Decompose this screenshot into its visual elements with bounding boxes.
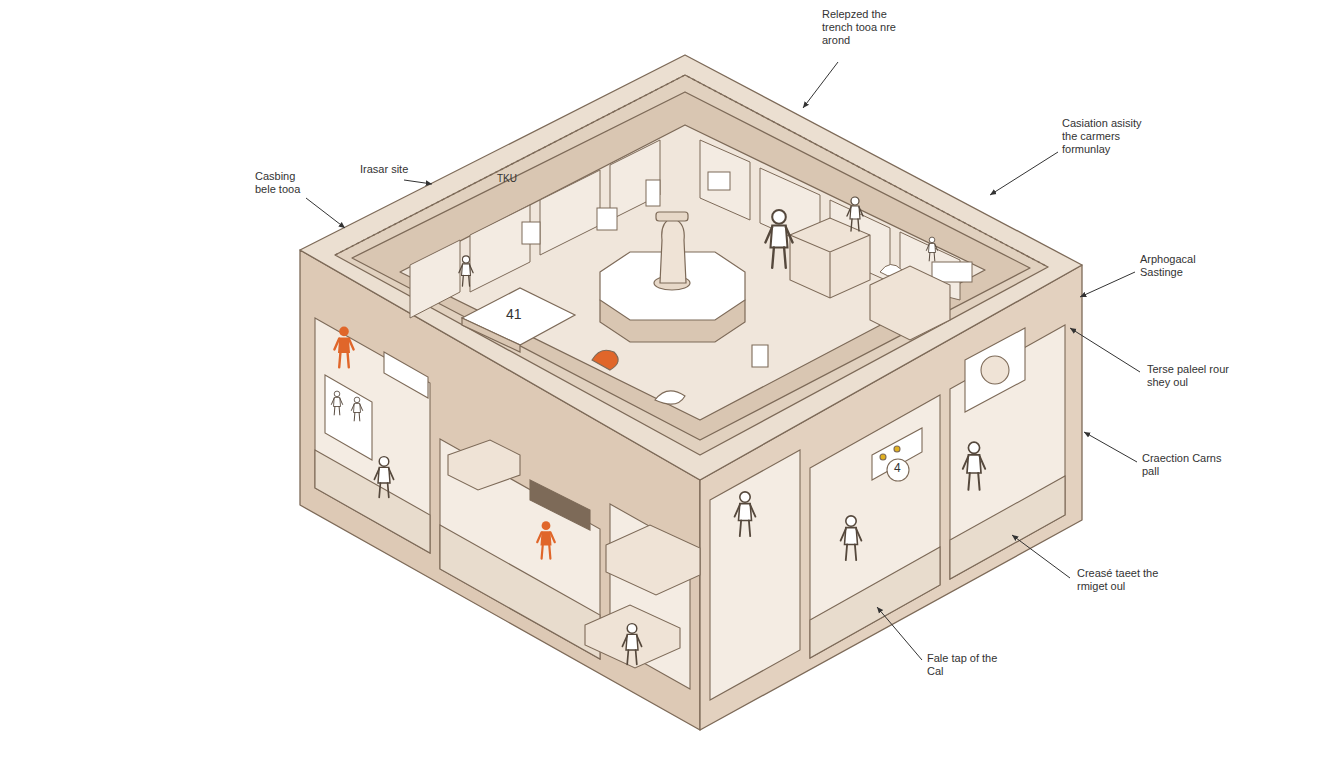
- left-figures: [331, 327, 641, 665]
- callout-note: Craection Carns pall: [1142, 452, 1226, 478]
- left-rooms: [315, 318, 700, 689]
- callout-number: 4: [894, 462, 901, 475]
- floor-panel: [462, 288, 575, 352]
- leader-lines: [306, 62, 1140, 660]
- callout-note: Terse paleel rour shey oul: [1147, 363, 1237, 389]
- callout-note: Relepzed the trench tooa nre arond: [822, 8, 904, 47]
- callout-note: Casbing bele tooa: [255, 170, 317, 196]
- callout-note: Casiation asisity the carmers formunlay: [1062, 117, 1154, 156]
- callout-note: Arphogacal Sastinge: [1140, 253, 1226, 279]
- callout-note: Irasar site: [360, 163, 432, 176]
- right-rooms: [710, 325, 1065, 700]
- panel-number: 41: [506, 308, 522, 321]
- wall-marking: TKU: [497, 172, 517, 185]
- central-plinth: [600, 212, 745, 342]
- outer-box: [300, 55, 1082, 730]
- right-figures: [735, 442, 986, 560]
- callout-note: Creasé taeet the rmiget oul: [1077, 567, 1181, 593]
- callout-note: Fale tap of the Cal: [927, 652, 999, 678]
- figures: [459, 197, 938, 286]
